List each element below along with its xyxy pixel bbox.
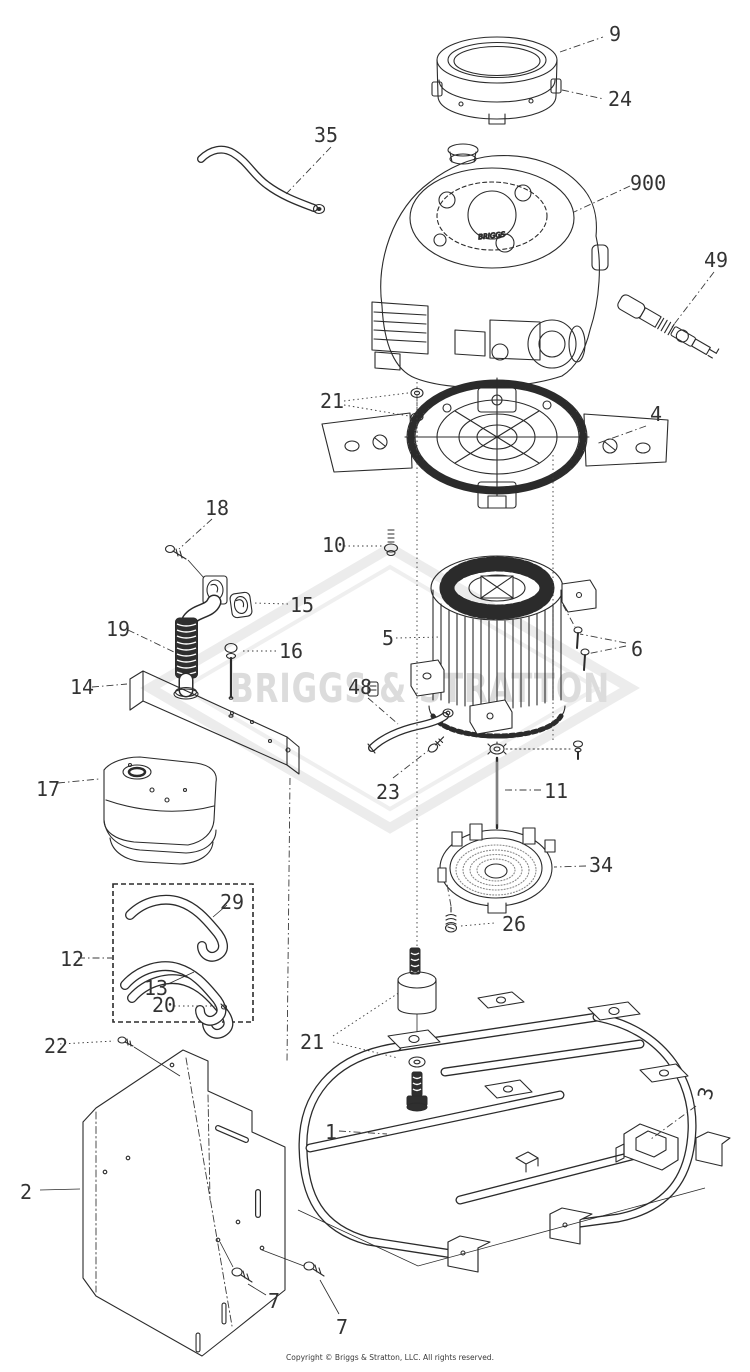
exhaust-pipe-part-19 [174, 575, 228, 698]
callout-18: 18 [205, 496, 229, 520]
callout-20: 20 [152, 993, 176, 1017]
callout-26: 26 [502, 912, 526, 936]
bracket-part-3 [615, 1123, 679, 1171]
callout-7-left: 7 [268, 1289, 280, 1313]
muffler-part-17 [103, 756, 217, 865]
deflector-part-13 [120, 961, 234, 1039]
bracket-part-14 [129, 670, 300, 775]
fan-adapter-part-4 [321, 377, 669, 509]
ground-wire-part-48 [367, 681, 454, 754]
callout-14: 14 [70, 675, 94, 699]
gasket-part-15 [229, 591, 253, 619]
end-cap-part-34 [437, 823, 556, 914]
callout-23: 23 [376, 780, 400, 804]
bolt-part-11 [487, 740, 584, 830]
callout-29: 29 [220, 890, 244, 914]
callout-24: 24 [608, 87, 632, 111]
callout-12: 12 [60, 947, 84, 971]
copyright-notice: Copyright © Briggs & Stratton, LLC. All … [286, 1353, 494, 1362]
callout-1: 1 [325, 1120, 337, 1144]
bolt-part-16 [224, 642, 238, 700]
vibration-mount-part-21 [397, 947, 437, 1112]
gasket-part-29 [125, 894, 228, 962]
callout-49: 49 [704, 248, 728, 272]
engine-brand-marking: BRIGGS [478, 231, 506, 242]
callout-34: 34 [589, 853, 613, 877]
gasket-kit-inset-part-12 [112, 883, 254, 1039]
callout-9: 9 [609, 22, 621, 46]
callout-900: 900 [630, 171, 666, 195]
callout-13: 13 [144, 976, 168, 1000]
engine-part-900: BRIGGS [371, 143, 609, 389]
callout-2: 2 [20, 1180, 32, 1204]
callout-3: 3 [693, 1084, 719, 1102]
breather-hose-part-35 [197, 145, 326, 215]
screw-part-10 [383, 529, 399, 557]
callout-6: 6 [631, 637, 643, 661]
callout-22: 22 [44, 1034, 68, 1058]
callout-16: 16 [279, 639, 303, 663]
callout-17: 17 [36, 777, 60, 801]
callout-19: 19 [106, 617, 130, 641]
callout-15: 15 [290, 593, 314, 617]
leader-lines [39, 36, 715, 1315]
screw-part-26 [444, 906, 458, 933]
screw-part-23 [427, 736, 445, 753]
callout-4: 4 [650, 402, 662, 426]
frame-part-1 [298, 991, 731, 1273]
callout-5: 5 [382, 626, 394, 650]
side-panel-part-2 [82, 1049, 286, 1357]
screws-part-7 [231, 1261, 325, 1283]
callout-labels: 9 24 35 900 49 21 4 10 18 15 19 16 14 5 … [20, 22, 728, 1339]
screw-part-18 [164, 544, 187, 560]
callout-10: 10 [322, 533, 346, 557]
screw-part-20 [220, 1003, 228, 1011]
callout-21-top: 21 [320, 389, 344, 413]
callout-21-frame: 21 [300, 1030, 324, 1054]
callout-48: 48 [348, 675, 372, 699]
callout-11: 11 [544, 779, 568, 803]
bolts-part-6 [573, 626, 590, 671]
callout-7-right: 7 [336, 1315, 348, 1339]
screw-part-22 [117, 1036, 134, 1047]
air-duct-ring-part-9 [431, 36, 562, 125]
spark-plug-part-49 [617, 294, 720, 359]
callout-35: 35 [314, 123, 338, 147]
alternator-part-5 [410, 555, 597, 739]
